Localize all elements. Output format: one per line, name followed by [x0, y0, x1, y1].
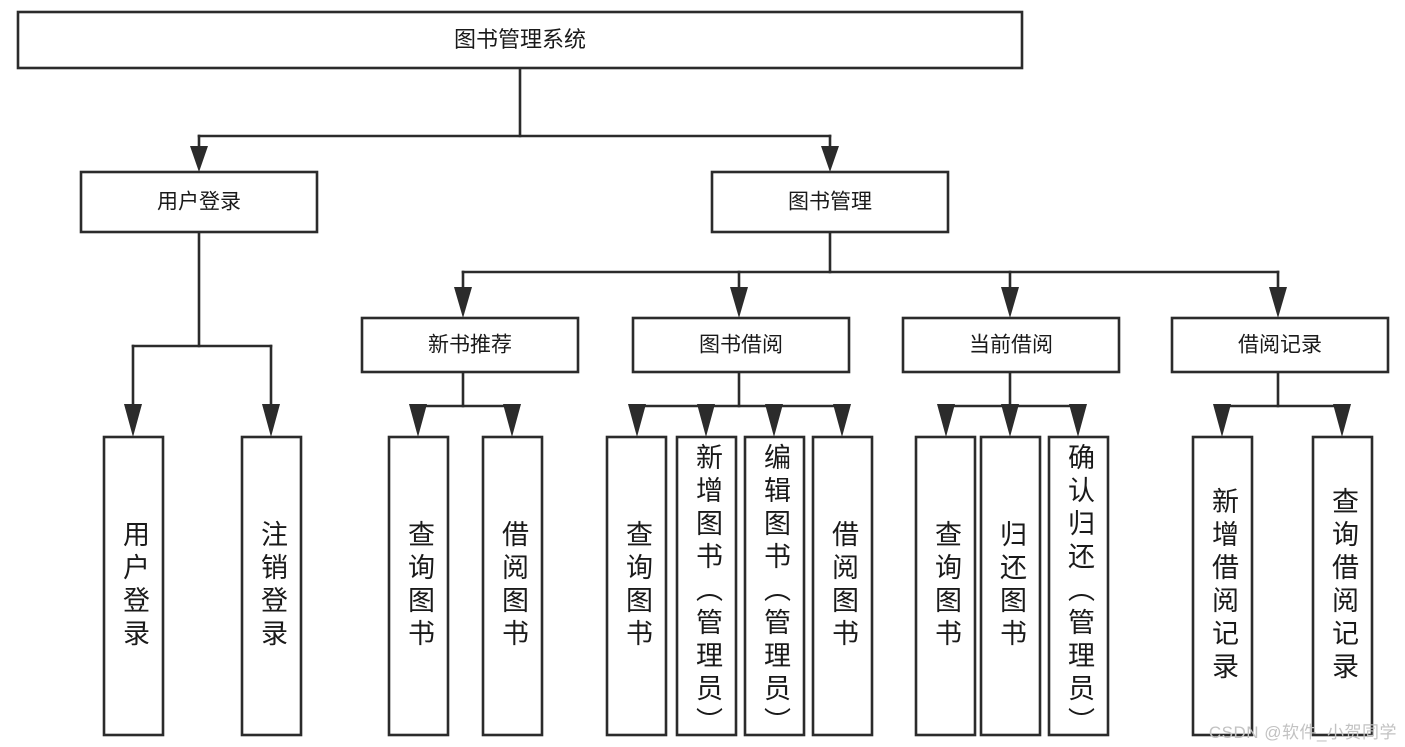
leaf-query-book-3-box[interactable] — [914, 435, 977, 737]
leaf-user-logout-box[interactable] — [240, 435, 303, 737]
leaf-add-book-box[interactable] — [675, 435, 738, 737]
arrowhead-leaf-query-book-1 — [409, 404, 427, 437]
node-borrow-record[interactable]: 借阅记录 — [1170, 316, 1390, 374]
arrowhead-leaf-confirm-return — [1069, 404, 1087, 437]
connector-group-bookmanagement-to-level3 — [454, 230, 1287, 318]
arrowhead-book-management — [821, 146, 839, 172]
node-new-book-recommend-box[interactable] — [360, 316, 580, 374]
node-new-book-recommend-label: 新书推荐 — [428, 334, 512, 357]
arrowhead-book-borrow — [730, 287, 748, 318]
arrowhead-leaf-borrow-book-2 — [833, 404, 851, 437]
arrowhead-leaf-query-book-2 — [628, 404, 646, 437]
node-new-book-recommend[interactable]: 新书推荐 — [360, 316, 580, 374]
leaf-return-book-box[interactable] — [979, 435, 1042, 737]
connector-group-newbook-to-leaves — [409, 370, 521, 437]
node-root-box[interactable] — [16, 10, 1024, 70]
leaf-user-login-box[interactable] — [102, 435, 165, 737]
arrowhead-leaf-user-logout — [262, 404, 280, 437]
arrowhead-leaf-add-book — [697, 404, 715, 437]
leaf-query-record-box[interactable] — [1311, 435, 1374, 737]
arrowhead-leaf-user-login — [124, 404, 142, 437]
arrowhead-leaf-query-book-3 — [937, 404, 955, 437]
arrowhead-current-borrow — [1001, 287, 1019, 318]
node-user-login-box[interactable] — [79, 170, 319, 234]
node-root-label: 图书管理系统 — [454, 27, 586, 52]
arrowhead-leaf-add-record — [1213, 404, 1231, 437]
leaf-confirm-return-box[interactable] — [1047, 435, 1110, 737]
leaf-add-record-box[interactable] — [1191, 435, 1254, 737]
connector-group-root-to-level2 — [190, 66, 839, 172]
node-current-borrow-box[interactable] — [901, 316, 1121, 374]
node-borrow-record-label: 借阅记录 — [1238, 334, 1322, 357]
node-book-management[interactable]: 图书管理 — [710, 170, 950, 234]
node-book-management-label: 图书管理 — [788, 191, 872, 214]
node-book-borrow-label: 图书借阅 — [699, 334, 783, 357]
node-book-borrow[interactable]: 图书借阅 — [631, 316, 851, 374]
leaf-query-book-2-box[interactable] — [605, 435, 668, 737]
node-book-borrow-box[interactable] — [631, 316, 851, 374]
leaf-query-book-1-box[interactable] — [387, 435, 450, 737]
node-user-login-label: 用户登录 — [157, 191, 241, 214]
arrowhead-leaf-query-record — [1333, 404, 1351, 437]
arrowhead-borrow-record — [1269, 287, 1287, 318]
arrowhead-leaf-return-book — [1001, 404, 1019, 437]
watermark-text: CSDN @软件_小贺同学 — [1208, 723, 1397, 742]
node-current-borrow-label: 当前借阅 — [969, 334, 1053, 357]
arrowhead-leaf-borrow-book-1 — [503, 404, 521, 437]
leaf-borrow-book-2-box[interactable] — [811, 435, 874, 737]
arrowhead-user-login — [190, 146, 208, 172]
node-current-borrow[interactable]: 当前借阅 — [901, 316, 1121, 374]
leaf-boxes — [102, 435, 1374, 737]
connector-group-userlogin-to-leaves — [124, 230, 280, 437]
node-user-login[interactable]: 用户登录 — [79, 170, 319, 234]
leaf-borrow-book-1-box[interactable] — [481, 435, 544, 737]
connector-group-currentborrow-to-leaves — [937, 370, 1087, 437]
node-root[interactable]: 图书管理系统 — [16, 10, 1024, 70]
node-book-management-box[interactable] — [710, 170, 950, 234]
leaf-edit-book-box[interactable] — [743, 435, 806, 737]
node-borrow-record-box[interactable] — [1170, 316, 1390, 374]
connector-group-borrowrecord-to-leaves — [1213, 370, 1351, 437]
connector-group-bookborrow-to-leaves — [628, 370, 851, 437]
arrowhead-new-book-recommend — [454, 287, 472, 318]
arrowhead-leaf-edit-book — [765, 404, 783, 437]
